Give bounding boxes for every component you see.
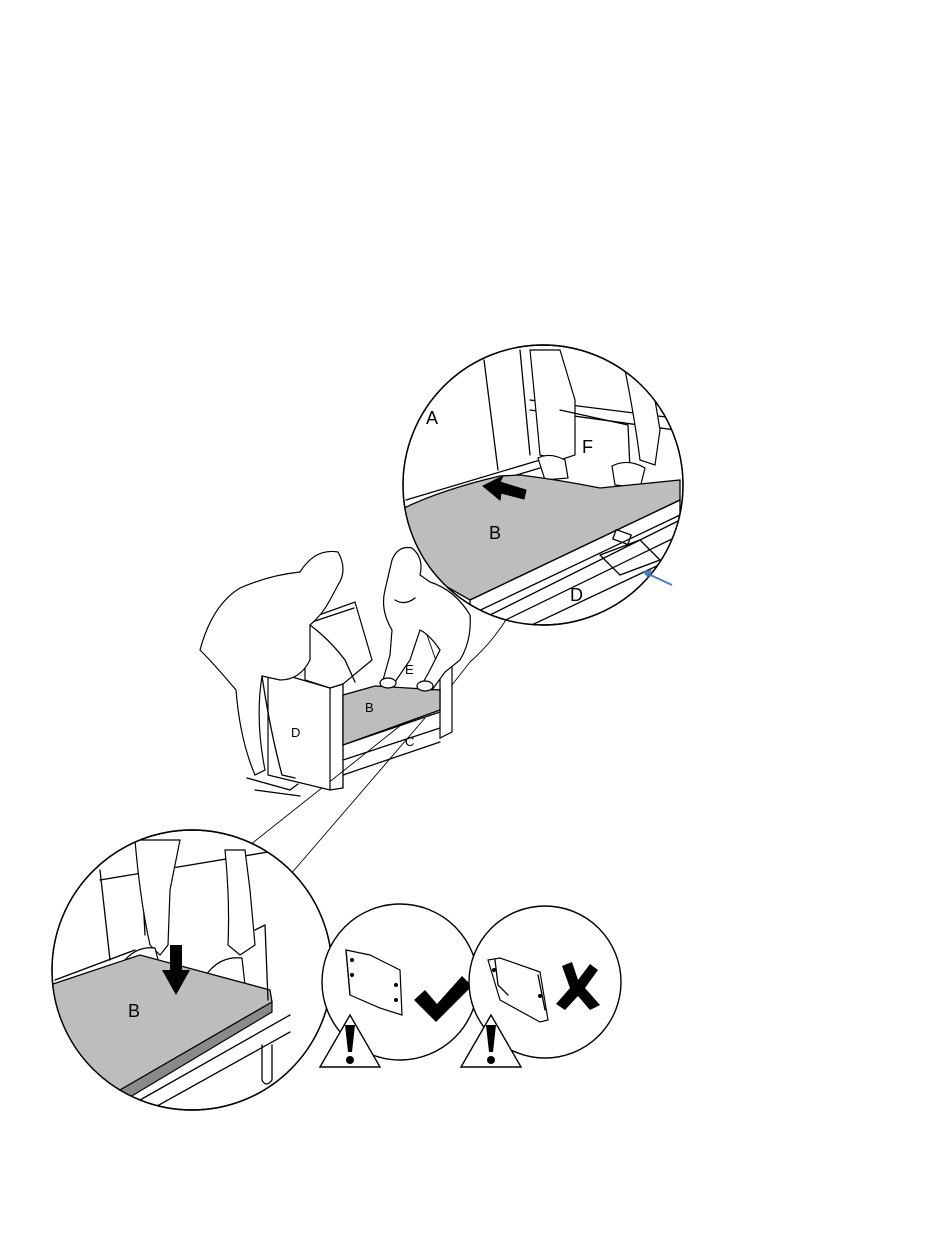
panel-b-main bbox=[343, 686, 440, 745]
label-c-main: C bbox=[405, 734, 414, 749]
label-d-main: D bbox=[291, 725, 300, 740]
correct-orientation-panel bbox=[320, 904, 478, 1067]
label-b-top: B bbox=[489, 523, 501, 543]
main-scene: E B C D bbox=[200, 548, 470, 797]
label-f-top: F bbox=[582, 437, 593, 457]
label-a-top: A bbox=[426, 408, 438, 428]
bottom-detail-zoom: B bbox=[50, 830, 332, 1110]
incorrect-orientation-panel bbox=[461, 906, 621, 1067]
label-e-main: E bbox=[405, 662, 414, 677]
label-b-bottom: B bbox=[128, 1001, 140, 1021]
label-d-top: D bbox=[570, 585, 583, 605]
label-b-main: B bbox=[365, 700, 374, 715]
